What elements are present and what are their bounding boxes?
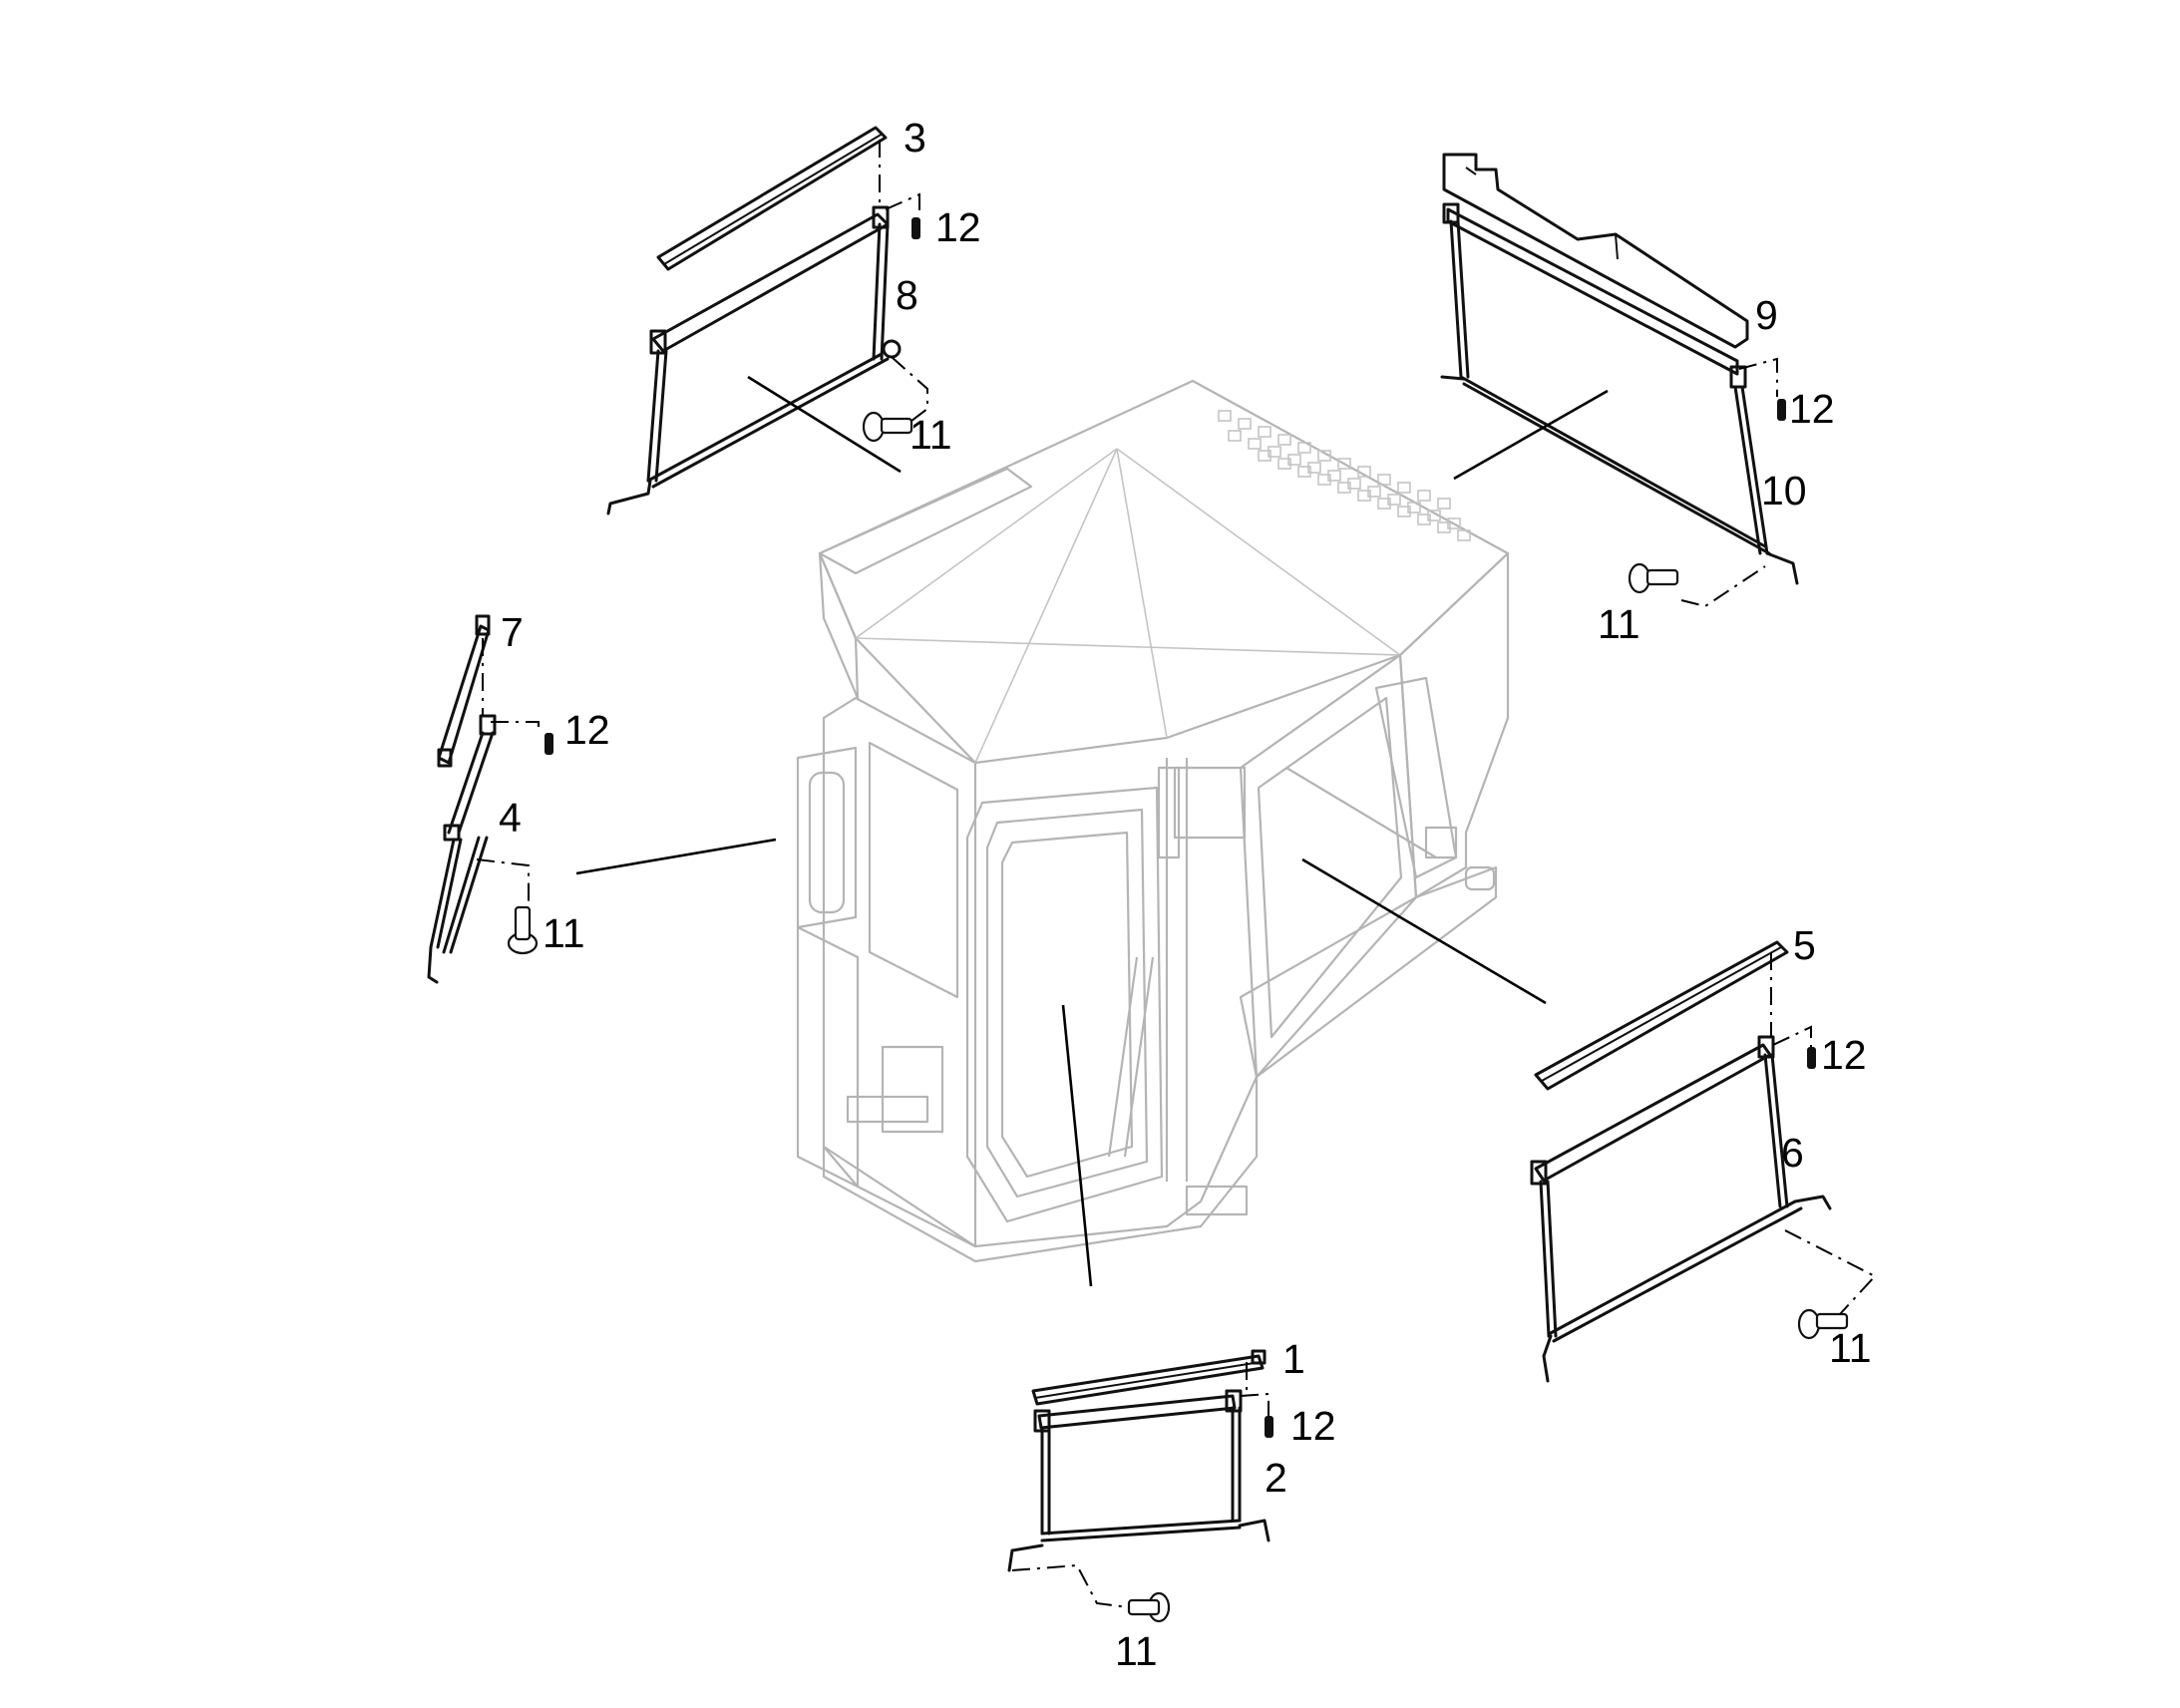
bolt-12-left bbox=[545, 733, 553, 755]
part-6-screen-frame bbox=[1530, 1035, 1832, 1383]
bolt-12-top-left bbox=[911, 217, 920, 239]
part-9-upper-bracket bbox=[1442, 153, 1749, 349]
part-8-screen-frame bbox=[606, 205, 902, 515]
screw-11-left bbox=[507, 905, 539, 955]
callout-11-top-left: 11 bbox=[909, 412, 952, 458]
callout-11-right: 11 bbox=[1829, 1325, 1872, 1371]
bolt-12-top-right bbox=[1777, 399, 1786, 421]
callout-labels: 1 2 3 4 5 6 7 8 9 10 11 11 11 11 11 12 1… bbox=[499, 115, 1872, 1674]
part-7-side-rail bbox=[437, 614, 491, 768]
callout-12-left: 12 bbox=[564, 707, 610, 753]
part-2-screen-frame bbox=[1007, 1389, 1271, 1572]
screw-11-bottom bbox=[1127, 1591, 1171, 1623]
callout-2: 2 bbox=[1265, 1455, 1287, 1501]
bolt-12-right bbox=[1807, 1047, 1816, 1069]
assembly-centerlines bbox=[476, 140, 1877, 1608]
callout-12-bottom: 12 bbox=[1290, 1403, 1336, 1449]
callout-11-bottom: 11 bbox=[1115, 1628, 1158, 1674]
part-3-upper-rail bbox=[656, 126, 888, 271]
callout-8: 8 bbox=[896, 272, 918, 318]
callout-5: 5 bbox=[1793, 922, 1816, 968]
callout-7: 7 bbox=[501, 609, 524, 655]
callout-12-top-left: 12 bbox=[935, 204, 981, 250]
callout-12-top-right: 12 bbox=[1789, 386, 1835, 432]
screw-11-top-left bbox=[862, 411, 913, 443]
callout-6: 6 bbox=[1781, 1130, 1804, 1176]
part-1-rail bbox=[1031, 1349, 1267, 1406]
part-5-rail bbox=[1534, 940, 1789, 1091]
screw-11-top-right bbox=[1628, 562, 1679, 594]
callout-3: 3 bbox=[904, 115, 926, 161]
callout-4: 4 bbox=[499, 795, 522, 841]
bolt-12-bottom bbox=[1265, 1416, 1273, 1438]
part-4-side-screen bbox=[427, 714, 497, 984]
callout-10: 10 bbox=[1761, 468, 1807, 513]
callout-11-left: 11 bbox=[543, 910, 585, 956]
callout-12-right: 12 bbox=[1821, 1032, 1867, 1078]
part-10-screen-frame bbox=[1440, 202, 1799, 585]
leader-lines bbox=[575, 375, 1609, 1287]
callout-1: 1 bbox=[1282, 1336, 1305, 1382]
operator-cab-illustration bbox=[796, 379, 1510, 1263]
roof-vent-grid bbox=[1218, 410, 1471, 541]
callout-9: 9 bbox=[1755, 292, 1778, 338]
screw-11-right bbox=[1797, 1308, 1849, 1340]
callout-11-top-right: 11 bbox=[1598, 601, 1640, 647]
